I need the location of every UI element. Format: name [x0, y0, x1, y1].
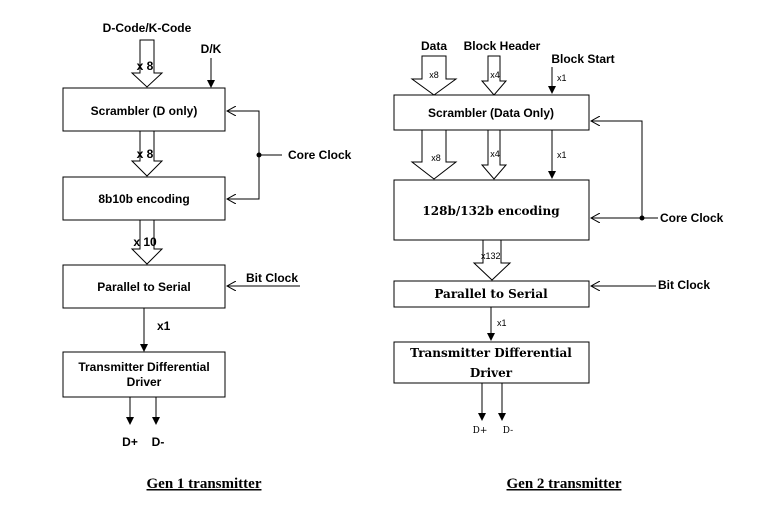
gen1-bus-arrow-enc: [130, 219, 164, 265]
gen1-core-clock-junction: [256, 152, 262, 158]
gen2-driver-label-line1: Transmitter Differential: [410, 346, 572, 360]
gen2-core-clock-junction: [639, 215, 645, 221]
gen2-encoding-label: 128b/132b encoding: [422, 204, 560, 218]
gen2-bit-clock-label: Bit Clock: [658, 278, 710, 292]
gen2-width-enc: x132: [481, 251, 501, 261]
gen1-input-dk-label: D/K: [201, 42, 222, 56]
gen1-p2s-block: [62, 264, 226, 309]
gen2-input-data-label: Data: [421, 39, 447, 53]
gen1-core-clock-label: Core Clock: [288, 148, 352, 162]
gen1-input-code-label: D-Code/K-Code: [103, 21, 192, 35]
gen2-scrambler-label: Scrambler (Data Only): [428, 106, 554, 120]
gen1-width-mid: x 8: [137, 147, 154, 161]
gen1-width-ser: x1: [157, 319, 171, 333]
gen2-driver-block: [393, 341, 590, 384]
gen2-core-clock-label: Core Clock: [660, 211, 724, 225]
gen1-width-in: x 8: [137, 59, 154, 73]
gen2-width-hdr-mid: x4: [490, 149, 500, 159]
gen2-data-bus-arrow-mid: [410, 129, 458, 180]
gen2-input-start-label: Block Start: [551, 52, 614, 66]
gen1-driver-label-line2: Driver: [127, 375, 162, 389]
gen1-out-pos-label: D+: [122, 435, 138, 449]
gen1-driver-block: [62, 351, 226, 398]
gen2-width-data-mid: x8: [431, 153, 441, 163]
gen1-p2s-label: Parallel to Serial: [97, 280, 190, 294]
gen1-bus-arrow-in: [130, 39, 164, 88]
gen1-core-clock-to-scrambler: [227, 111, 282, 156]
gen1-scrambler-block: [62, 87, 226, 132]
gen2-caption: Gen 2 transmitter: [507, 476, 622, 492]
gen2-p2s-label: Parallel to Serial: [434, 287, 548, 301]
gen2-diagram: Data Block Header Block Start x8 x4 x1 S…: [393, 39, 724, 492]
gen2-driver-label-line2: Driver: [470, 366, 513, 380]
gen1-width-enc: x 10: [133, 235, 157, 249]
gen2-data-bus-arrow-in: [410, 55, 458, 96]
gen1-diagram: D-Code/K-Code D/K x 8 Scrambler (D only)…: [62, 21, 352, 492]
gen2-bus-arrow-enc: [472, 239, 512, 281]
gen2-header-bus-arrow-mid: [480, 129, 508, 180]
gen1-scrambler-label: Scrambler (D only): [91, 104, 198, 118]
gen2-header-bus-arrow-in: [480, 55, 508, 96]
gen2-width-data-in: x8: [429, 70, 439, 80]
gen1-bit-clock-label: Bit Clock: [246, 271, 298, 285]
gen2-p2s-block: [393, 280, 590, 308]
gen2-width-hdr-in: x4: [490, 70, 500, 80]
gen2-out-neg-label: D-: [503, 426, 513, 436]
gen2-width-start-mid: x1: [557, 150, 567, 160]
gen2-out-pos-label: D+: [473, 426, 488, 436]
gen2-core-clock-to-scrambler: [591, 121, 658, 219]
gen1-caption: Gen 1 transmitter: [147, 476, 262, 492]
gen1-driver-label-line1: Transmitter Differential: [78, 360, 209, 374]
gen1-out-neg-label: D-: [152, 435, 165, 449]
gen2-width-ser: x1: [497, 318, 507, 328]
gen2-encoding-block: [393, 179, 590, 241]
gen1-bus-arrow-mid: [130, 130, 164, 177]
gen2-width-start-in: x1: [557, 73, 567, 83]
gen1-core-clock-to-encoding: [227, 155, 260, 199]
gen1-encoding-label: 8b10b encoding: [98, 192, 189, 206]
gen2-input-header-label: Block Header: [464, 39, 541, 53]
